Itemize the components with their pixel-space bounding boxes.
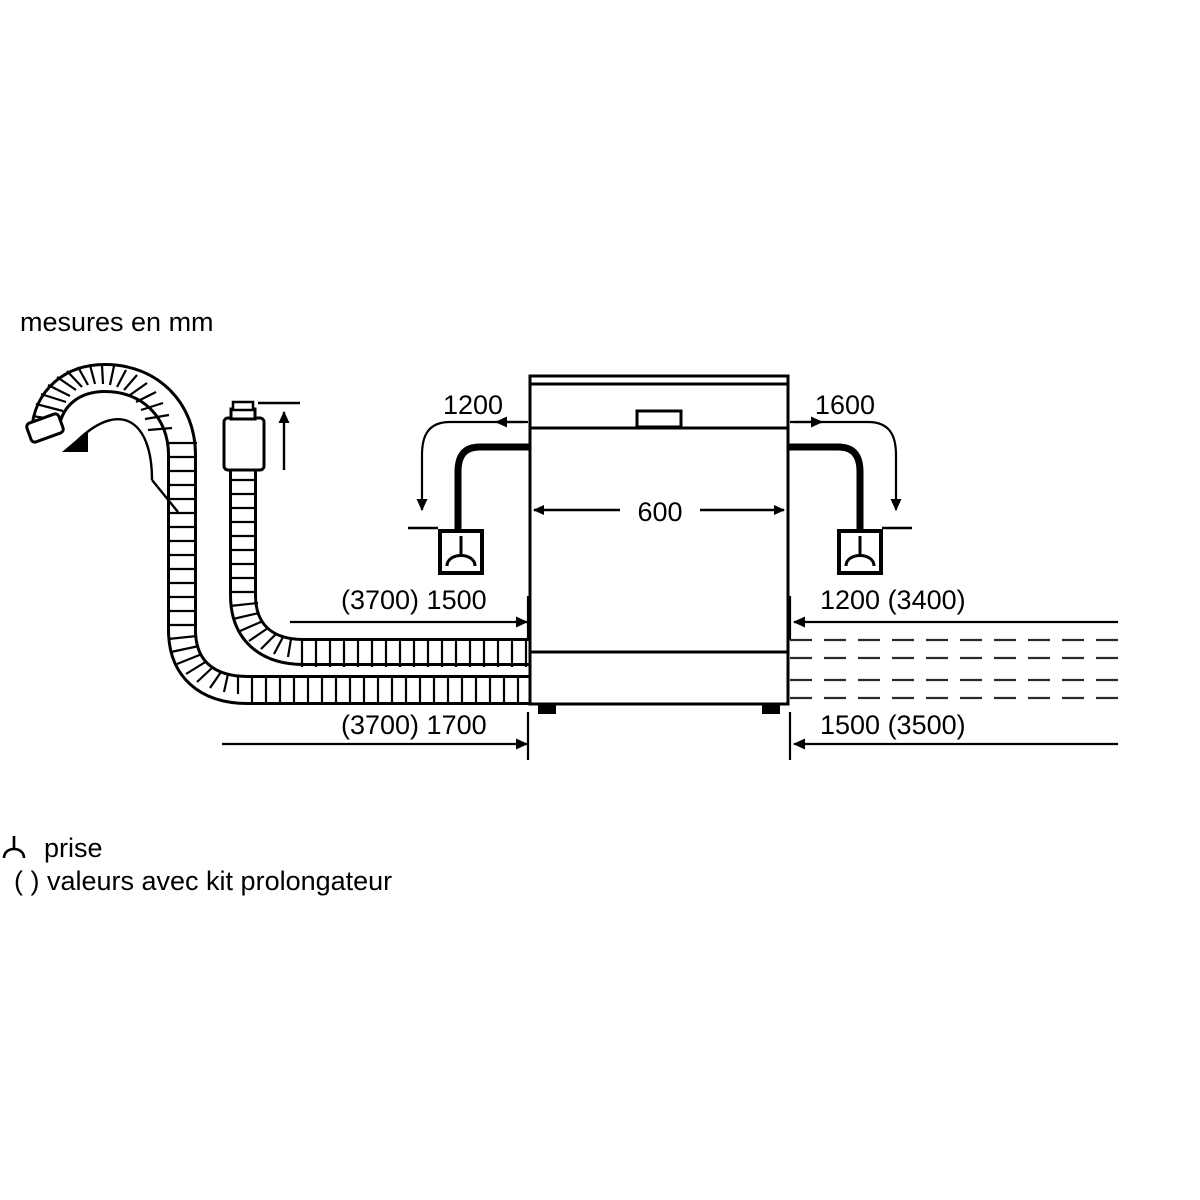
dimension-1200-left-label: 1200 — [443, 390, 503, 420]
dimension-right-upper-label: 1200 (3400) — [820, 585, 966, 615]
callout-inlet-right: 1600 — [788, 390, 912, 575]
hose-direction-arrow — [62, 418, 179, 513]
legend: prise ( ) valeurs avec kit prolongateur — [2, 833, 392, 896]
appliance-foot-left — [538, 704, 556, 714]
socket-icon-left — [438, 529, 484, 575]
dimension-left-upper: (3700) 1500 — [290, 585, 530, 640]
dimension-left-lower-label: (3700) 1700 — [341, 710, 487, 740]
dimension-left-lower: (3700) 1700 — [222, 710, 530, 760]
legend-socket-label: prise — [44, 833, 103, 863]
dimension-right-lower: 1500 (3500) — [788, 710, 1118, 760]
drain-hose-hook-tip — [25, 412, 65, 444]
dimension-appliance-width: 600 — [533, 492, 785, 528]
dimension-right-lower-label: 1500 (3500) — [820, 710, 966, 740]
legend-parentheses-label: ( ) valeurs avec kit prolongateur — [14, 866, 392, 896]
appliance-foot-right — [762, 704, 780, 714]
dishwasher-front-view — [528, 374, 790, 714]
dimension-right-upper: 1200 (3400) — [788, 585, 1118, 640]
aquastop-valve — [222, 400, 266, 472]
callout-inlet-left: 1200 — [408, 390, 530, 575]
right-hose-lines — [790, 638, 1118, 700]
units-note: mesures en mm — [20, 307, 214, 337]
dimension-1600-right-label: 1600 — [815, 390, 875, 420]
valve-height-arrow — [258, 401, 300, 470]
legend-socket-icon — [2, 836, 26, 859]
drain-hose — [25, 362, 540, 705]
dimension-600-label: 600 — [637, 497, 682, 527]
dimension-left-upper-label: (3700) 1500 — [341, 585, 487, 615]
socket-icon-right — [837, 529, 883, 575]
inlet-hose — [222, 400, 540, 667]
appliance-handle — [635, 409, 683, 429]
